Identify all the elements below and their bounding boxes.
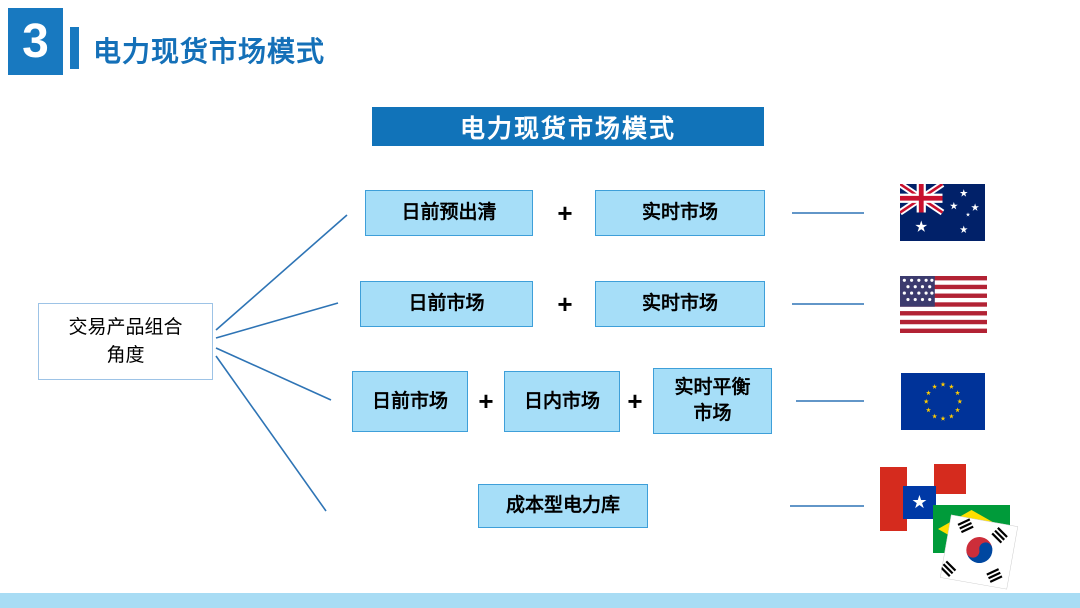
chile-flag-red-part-icon (934, 464, 966, 494)
south-korea-flag-icon (939, 514, 1019, 590)
cost-pool-flags-collage: ★ (876, 460, 1019, 598)
box-cost-based-pool: 成本型电力库 (478, 484, 648, 528)
plus-sign: + (557, 288, 573, 319)
plus-sign: + (478, 385, 494, 416)
connector-line (215, 355, 327, 512)
box-realtime-market-2: 实时市场 (595, 281, 765, 327)
chile-flag-red-part-icon (880, 467, 907, 531)
connector-line (215, 302, 339, 339)
page-title: 电力现货市场模式 (93, 36, 326, 67)
box-realtime-market-1: 实时市场 (595, 190, 765, 236)
chile-flag-star-icon: ★ (903, 486, 936, 519)
connector-line (215, 214, 348, 331)
diagram-title-banner: 电力现货市场模式 (372, 107, 764, 146)
connector-line (215, 347, 332, 401)
box-intraday-market: 日内市场 (504, 371, 620, 432)
plus-sign: + (557, 197, 573, 228)
eu-flag-icon (901, 373, 985, 430)
box-day-ahead-market-2: 日前市场 (352, 371, 468, 432)
australia-flag-icon (900, 184, 985, 241)
bottom-accent-bar (0, 593, 1080, 608)
plus-sign: + (627, 385, 643, 416)
box-day-ahead-preclearing: 日前预出清 (365, 190, 533, 236)
left-category-box: 交易产品组合 角度 (38, 303, 213, 380)
slide-number-badge: 3 (8, 8, 63, 75)
box-day-ahead-market-1: 日前市场 (360, 281, 533, 327)
box-realtime-balancing-market: 实时平衡 市场 (653, 368, 772, 434)
usa-flag-icon (900, 276, 987, 333)
slide-number: 3 (22, 15, 49, 68)
header-accent-bar (70, 27, 79, 69)
